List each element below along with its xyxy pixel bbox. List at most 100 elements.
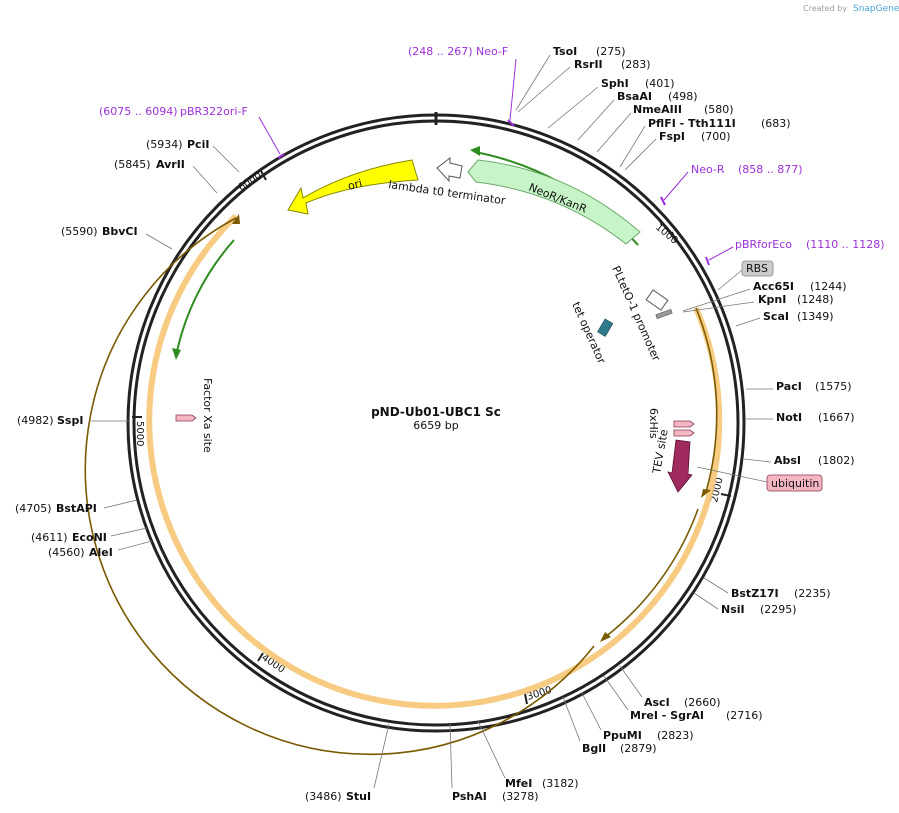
- leader-mrei: [603, 675, 629, 711]
- primer-neo-r: Neo-R (858 .. 877): [660, 163, 803, 206]
- rbs-label: RBS: [746, 262, 768, 275]
- site-name-noti: NotI: [776, 411, 802, 424]
- site-name-absi: AbsI: [774, 454, 801, 467]
- site-name-bstz17i: BstZ17I: [731, 587, 779, 600]
- promoter-icon: [645, 289, 669, 311]
- site-name-bstapi: BstAPI: [56, 502, 97, 515]
- site-pos-kpni: (1248): [797, 293, 834, 306]
- site-pos-avrii: (5845): [114, 158, 151, 171]
- primer-neo-f: (248 .. 267) Neo-F: [408, 45, 517, 127]
- promoter-label: PLtetO-1 promoter: [609, 264, 663, 363]
- leader-pshai: [449, 723, 453, 789]
- site-pos-bstapi: (4705): [15, 502, 52, 515]
- ori-label: ori: [346, 177, 363, 193]
- plasmid-size: 6659 bp: [413, 419, 458, 432]
- site-name-pshai: PshAI: [452, 790, 487, 803]
- site-name-pcii: PciI: [187, 138, 209, 151]
- primer-neo-f-mark: [507, 119, 515, 127]
- plasmid-name: pND-Ub01-UBC1 Sc: [371, 405, 501, 419]
- ubiquitin-badge: [766, 474, 823, 492]
- factor-xa-label: Factor Xa site: [201, 378, 214, 453]
- leader-nmeaiii: [596, 112, 632, 153]
- primer-pbr322ori-f-leader: [258, 116, 281, 155]
- tick-6000-mark: [260, 170, 267, 181]
- primer-pbrforeco-leader: [708, 246, 734, 261]
- snapgene-logo: SnapGene: [853, 4, 899, 14]
- his-tag-icon-a: [673, 420, 695, 428]
- primer-pbrforeco-mark: [705, 256, 710, 266]
- site-pos-rsrii: (283): [621, 58, 651, 71]
- site-pos-bstz17i: (2235): [794, 587, 831, 600]
- leader-absi: [743, 458, 772, 463]
- left-green-arc: [175, 239, 235, 357]
- leader-sphi: [547, 86, 599, 129]
- site-pos-sphi: (401): [645, 77, 675, 90]
- left-green-arrowhead: [172, 348, 181, 360]
- promoter-feature: PLtetO-1 promoter: [609, 264, 673, 363]
- tick-5000-label: 5000: [134, 421, 145, 446]
- leader-ppumi: [581, 692, 602, 731]
- primer-neo-f-leader: [509, 58, 517, 121]
- leader-avrii: [192, 165, 218, 194]
- primer-neo-r-mark: [660, 196, 666, 206]
- site-pos-pflfi: (683): [761, 117, 791, 130]
- credit-text: Created by: [803, 4, 847, 13]
- leader-bsaai: [577, 99, 615, 141]
- site-pos-nsii: (2295): [760, 603, 797, 616]
- orf-segment-b: [603, 508, 699, 639]
- site-name-econi: EcoNI: [72, 531, 107, 544]
- scale-ticks: 1000 2000 3000 4000 5000 6000: [132, 170, 732, 705]
- site-pos-fspi: (700): [701, 130, 731, 143]
- primer-neo-r-range: (858 .. 877): [738, 163, 803, 176]
- site-name-bsaai: BsaAI: [617, 90, 652, 103]
- primer-neo-r-name: Neo-R: [691, 163, 725, 176]
- site-pos-econi: (4611): [31, 531, 68, 544]
- tick-4000-mark: [257, 652, 264, 662]
- tick-3000-mark: [524, 693, 528, 705]
- tick-1000-mark: [671, 231, 677, 243]
- site-name-pflfi: PflFI - Tth111I: [648, 117, 736, 130]
- site-pos-scai: (1349): [797, 310, 834, 323]
- site-name-nsii: NsiI: [721, 603, 745, 616]
- ubiquitin-box: ubiquitin: [696, 466, 823, 492]
- primer-neo-r-leader: [663, 171, 689, 201]
- primer-pbr322ori-f-name: pBR322ori-F: [180, 105, 248, 118]
- leader-tsoi: [515, 54, 551, 111]
- leader-pcii: [212, 145, 240, 173]
- rbs-box: RBS: [717, 260, 774, 291]
- site-pos-asci: (2660): [684, 696, 721, 709]
- orf-segment-c: [84, 217, 595, 756]
- rbs-badge: [741, 260, 774, 277]
- leader-nsii: [693, 592, 719, 610]
- leader-acc65i: [682, 288, 751, 312]
- leader-kpni: [682, 301, 755, 313]
- site-pos-pshai: (3278): [502, 790, 539, 803]
- site-name-asci: AscI: [644, 696, 670, 709]
- site-name-stui: StuI: [346, 790, 371, 803]
- his-tag-label: 6xHis: [647, 408, 660, 439]
- orf-arc: [84, 213, 723, 756]
- leader-asci: [619, 665, 643, 698]
- leader-econi: [110, 527, 148, 537]
- leader-bbvci: [145, 233, 173, 250]
- site-pos-tsoi: (275): [596, 45, 626, 58]
- site-pos-paci: (1575): [815, 380, 852, 393]
- site-name-kpni: KpnI: [758, 293, 786, 306]
- ubiquitin-label: ubiquitin: [771, 477, 819, 490]
- site-pos-bbvci: (5590): [61, 225, 98, 238]
- site-name-scai: ScaI: [763, 310, 789, 323]
- neo-arrow: [467, 159, 641, 245]
- primer-neo-f-range: (248 .. 267): [408, 45, 473, 58]
- primer-pbr322ori-f-range: (6075 .. 6094): [99, 105, 178, 118]
- site-name-mfei: MfeI: [505, 777, 532, 790]
- ubiquitin-leader: [696, 466, 768, 483]
- neo-green-arrowhead: [470, 146, 480, 156]
- tev-arrow: [667, 439, 693, 493]
- primer-pbr322ori-f: (6075 .. 6094) pBR322ori-F: [99, 105, 285, 159]
- leader-bstapi: [103, 499, 138, 509]
- site-pos-acc65i: (1244): [810, 280, 847, 293]
- site-pos-stui: (3486): [305, 790, 342, 803]
- tet-operator-icon: [597, 318, 614, 337]
- site-name-bbvci: BbvCI: [102, 225, 138, 238]
- leader-stui: [373, 723, 390, 789]
